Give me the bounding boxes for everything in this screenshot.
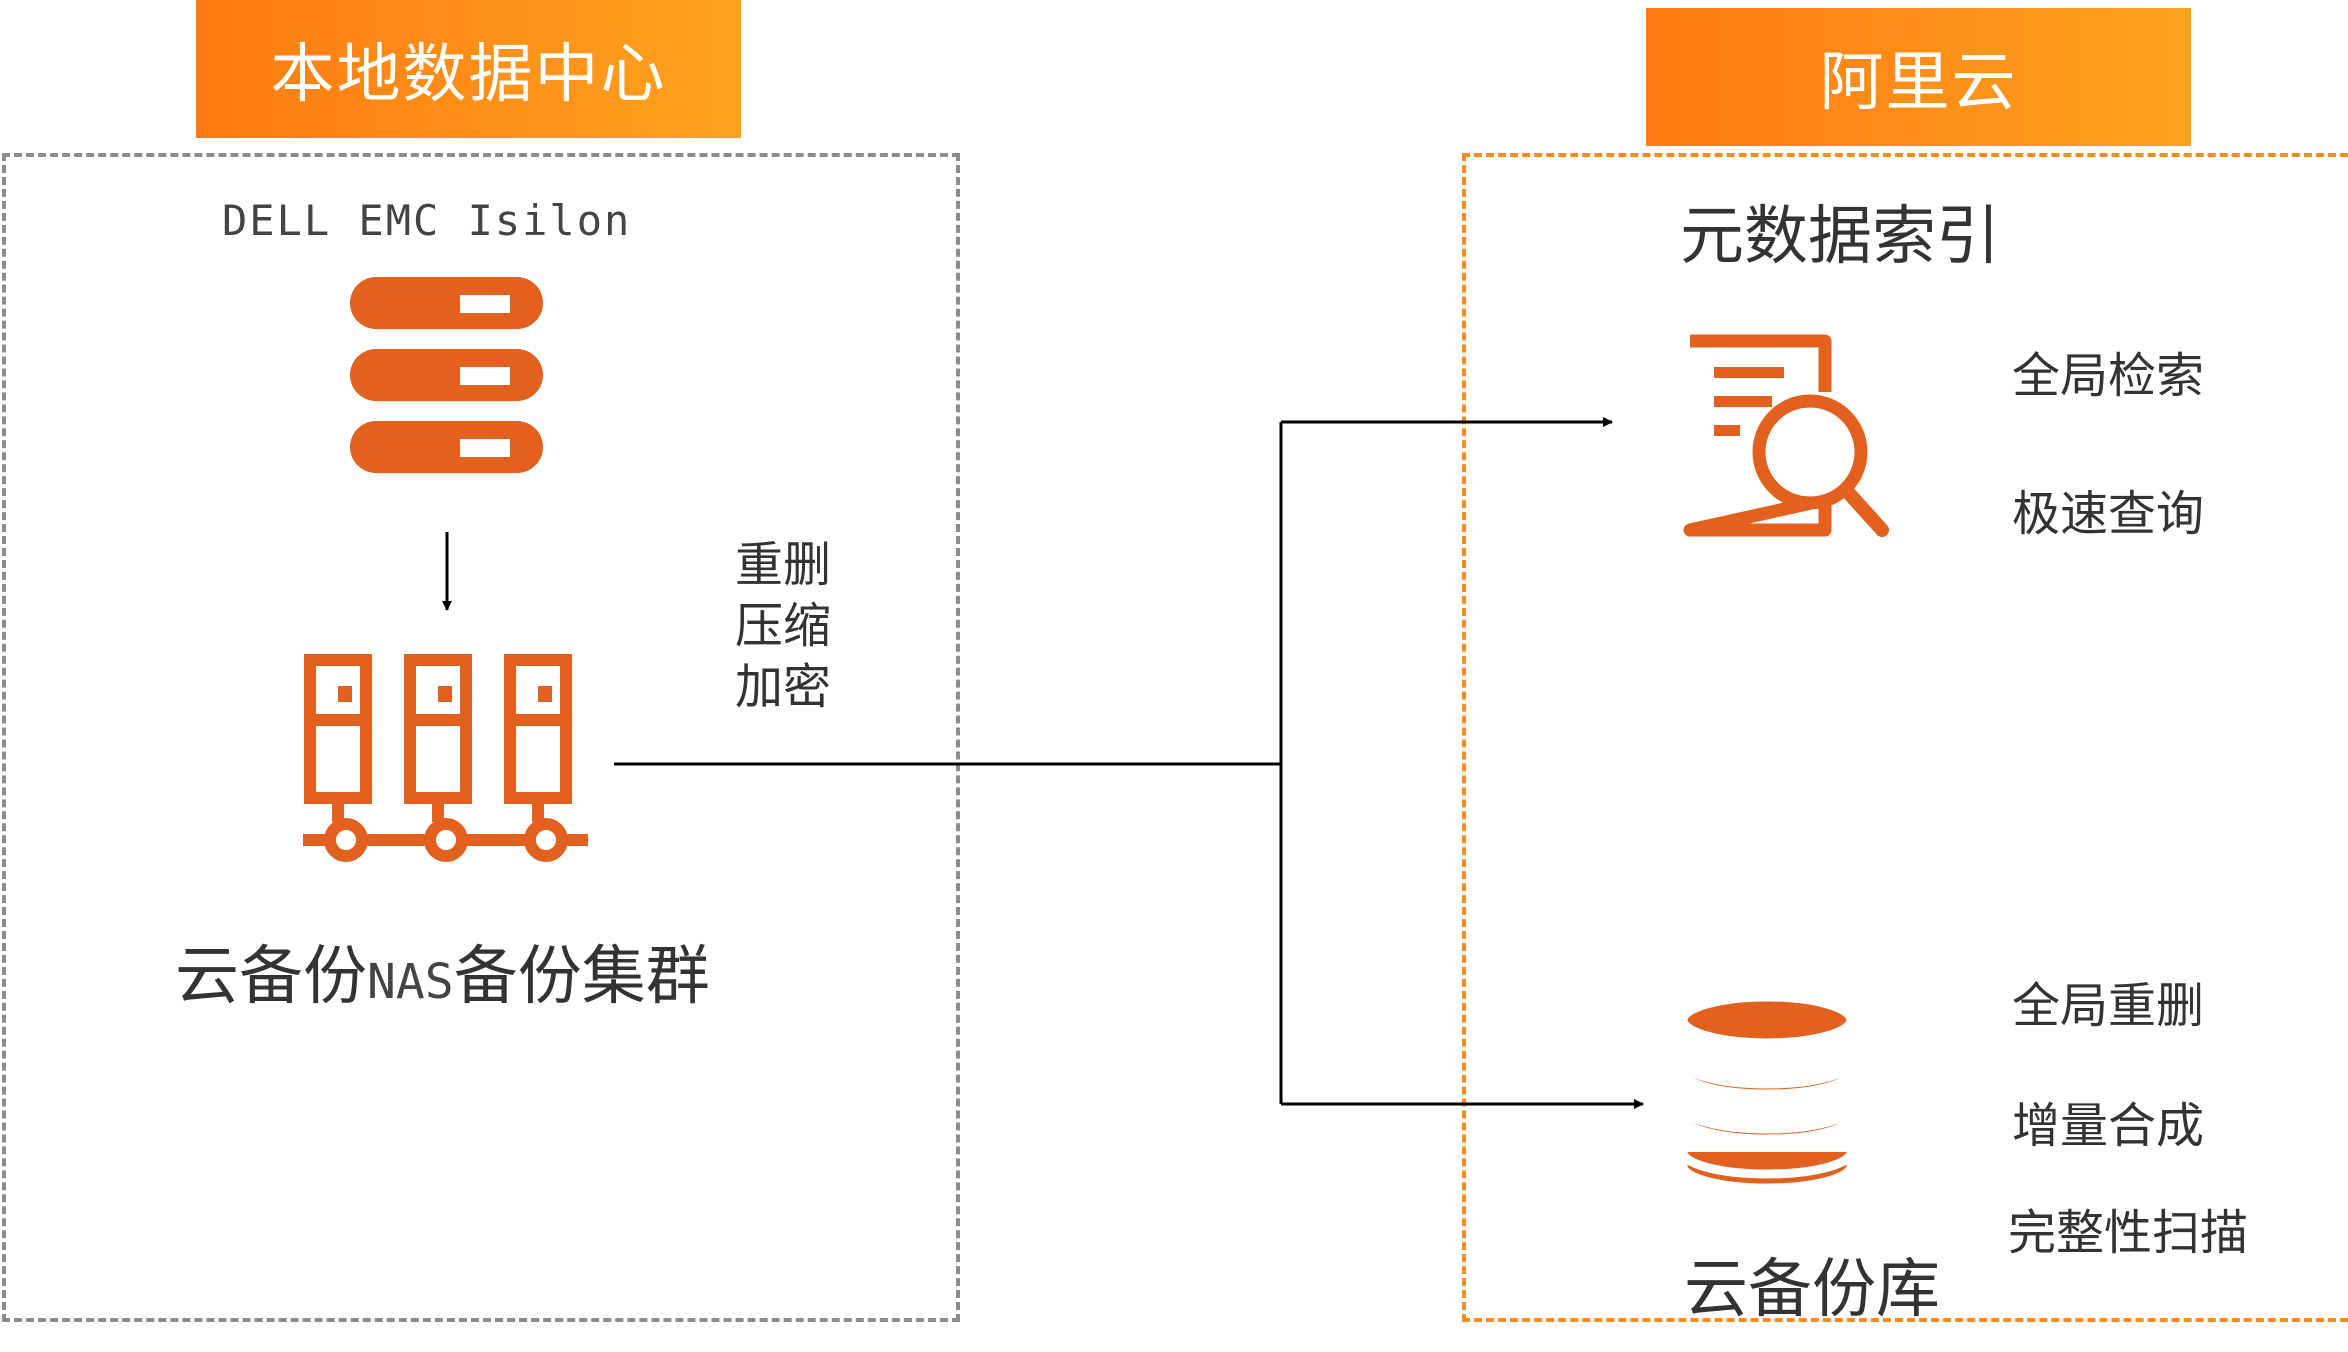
metadata-index-title: 元数据索引 [1680, 200, 2000, 274]
feature-integrity-scan: 完整性扫描 [2008, 1205, 2249, 1261]
local-datacenter-header: 本地数据中心 [196, 0, 741, 138]
feature-incremental-merge: 增量合成 [2012, 1098, 2205, 1154]
feature-fast-query: 极速查询 [2012, 486, 2205, 542]
nas-cluster-icon-fill [338, 686, 552, 702]
document-search-icon [1683, 334, 1889, 537]
cloud-backup-repository-label: 云备份库 [1684, 1253, 1940, 1327]
local-datacenter-box [2, 153, 960, 1322]
aliyun-header: 阿里云 [1646, 8, 2191, 146]
step-encrypt: 加密 [735, 659, 832, 715]
cluster-label-suffix: 备份集群 [453, 940, 710, 1014]
database-icon [1678, 992, 1856, 1193]
source-storage-label: DELL EMC Isilon [222, 196, 632, 245]
cluster-label-prefix: 云备份 [175, 940, 367, 1014]
step-dedup: 重删 [735, 537, 832, 593]
aliyun-box [1462, 153, 2348, 1322]
server-stack-icon [350, 277, 543, 473]
cluster-label-nas: NAS [367, 954, 454, 1010]
process-steps: 重删 压缩 加密 [735, 535, 831, 718]
feature-global-dedup: 全局重删 [2012, 978, 2205, 1034]
nas-cluster-label: 云备份NAS备份集群 [175, 925, 710, 1017]
feature-global-search: 全局检索 [2012, 348, 2205, 404]
nas-cluster-icon [303, 654, 588, 862]
step-compress: 压缩 [735, 598, 832, 654]
